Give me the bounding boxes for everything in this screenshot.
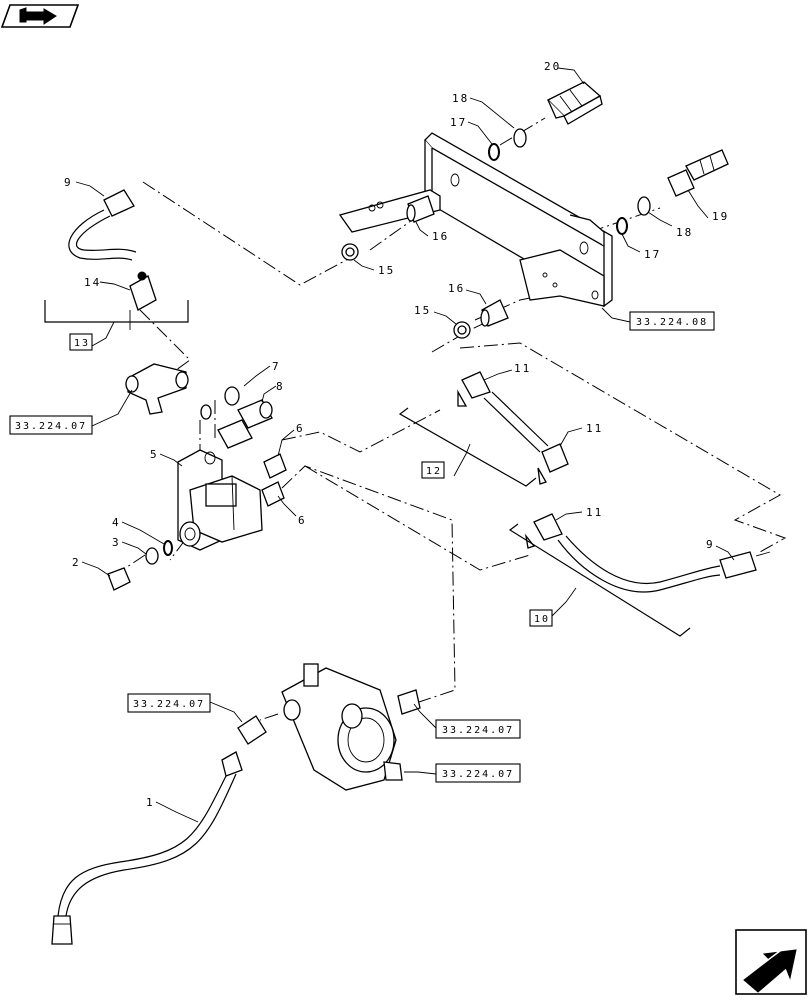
- assembly-boxes: 13 12 10: [69, 333, 553, 627]
- coupler-19: [667, 149, 729, 197]
- svg-text:33.224.07: 33.224.07: [442, 725, 514, 736]
- snap-ring-17-right: [616, 217, 628, 235]
- mounting-bracket: [338, 132, 613, 308]
- callout-labels: 20 18 17 19 18 17 16 15 16 15 9 14 11 11…: [64, 60, 729, 809]
- callout-7: 7: [272, 360, 281, 373]
- reference-box-33-224-07-pump-bottom[interactable]: 33.224.07: [435, 763, 521, 783]
- callout-8: 8: [276, 380, 285, 393]
- callout-11-low: 11: [586, 506, 603, 519]
- reference-box-33-224-07-hose[interactable]: 33.224.07: [127, 693, 211, 713]
- reference-box-33-224-07-left[interactable]: 33.224.07: [9, 415, 93, 435]
- exit-arrow-icon[interactable]: [735, 929, 807, 995]
- routing-lines: [114, 117, 787, 721]
- fitting-15-top: [341, 243, 359, 261]
- hydraulic-pump: [281, 663, 421, 791]
- callout-2: 2: [72, 556, 81, 569]
- callout-6-top: 6: [296, 422, 305, 435]
- callout-9-top: 9: [64, 176, 73, 189]
- svg-text:33.224.07: 33.224.07: [15, 421, 87, 432]
- svg-text:33.224.07: 33.224.07: [442, 769, 514, 780]
- valve-body-5: [177, 449, 263, 551]
- callout-20: 20: [544, 60, 561, 73]
- callout-3: 3: [112, 536, 121, 549]
- washer-7: [224, 386, 240, 406]
- bolt-8: [237, 399, 273, 429]
- fitting-6-top: [263, 453, 287, 479]
- fitting-16-top: [406, 195, 435, 223]
- svg-text:33.224.07: 33.224.07: [133, 699, 205, 710]
- reference-box-33-224-08[interactable]: 33.224.08: [629, 311, 715, 331]
- reference-box-33-224-07-pump-top[interactable]: 33.224.07: [435, 719, 521, 739]
- bolt-8-second: [200, 404, 253, 449]
- washer-3: [145, 547, 159, 565]
- callout-16-lower: 16: [448, 282, 465, 295]
- svg-text:13: 13: [74, 338, 90, 349]
- washer-18-top: [513, 128, 527, 148]
- callout-18-right: 18: [676, 226, 693, 239]
- ring-4: [163, 540, 173, 556]
- leader-lines: [75, 67, 735, 823]
- assembly-box-12[interactable]: 12: [421, 461, 445, 479]
- washer-18-right: [637, 196, 651, 216]
- callout-15-top: 15: [378, 264, 395, 277]
- fitting-16-lower: [480, 299, 509, 327]
- book-arrow-icon[interactable]: [0, 4, 80, 28]
- callout-17-top: 17: [450, 116, 467, 129]
- callout-15-lower: 15: [414, 304, 431, 317]
- callout-4: 4: [112, 516, 121, 529]
- svg-text:33.224.08: 33.224.08: [636, 317, 708, 328]
- callout-9-right: 9: [706, 538, 715, 551]
- elbow-fitting-left: [125, 363, 189, 415]
- callout-6-bottom: 6: [298, 514, 307, 527]
- svg-text:10: 10: [534, 614, 550, 625]
- coupler-20: [546, 81, 603, 125]
- fitting-6-bottom: [261, 481, 285, 507]
- callout-11-top: 11: [514, 362, 531, 375]
- callout-14: 14: [84, 276, 101, 289]
- callout-16-top: 16: [432, 230, 449, 243]
- hose-assembly-13: [44, 189, 189, 330]
- reference-boxes: 33.224.08 33.224.07 33.224.07 33.224.07 …: [9, 311, 715, 783]
- assembly-box-13[interactable]: 13: [69, 333, 93, 351]
- snap-ring-17-top: [488, 143, 500, 161]
- plug-2: [107, 567, 131, 591]
- svg-text:12: 12: [426, 466, 442, 477]
- callout-11-mid: 11: [586, 422, 603, 435]
- callout-5: 5: [150, 448, 159, 461]
- callout-18-top: 18: [452, 92, 469, 105]
- assembly-box-10[interactable]: 10: [529, 609, 553, 627]
- fitting-15-lower: [453, 321, 471, 339]
- callout-19: 19: [712, 210, 729, 223]
- hose-assembly-10: [508, 513, 771, 637]
- callout-1: 1: [146, 796, 155, 809]
- tube-assembly-12: [398, 371, 569, 487]
- hose-1: [51, 715, 267, 945]
- callout-17-right: 17: [644, 248, 661, 261]
